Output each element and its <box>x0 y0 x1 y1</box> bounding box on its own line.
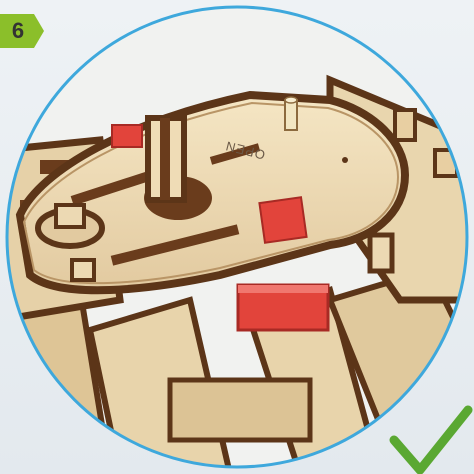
step-number: 6 <box>0 14 36 48</box>
left-post <box>72 260 94 280</box>
check-icon <box>394 410 468 470</box>
right-post <box>370 235 392 271</box>
